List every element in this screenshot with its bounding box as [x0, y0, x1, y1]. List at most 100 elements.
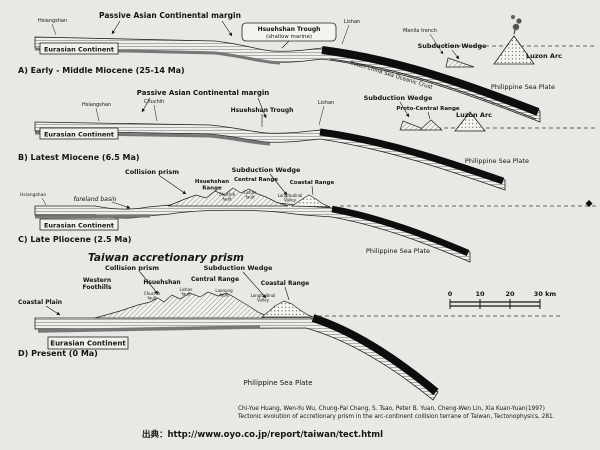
- label-subduction-wedge-a: Subduction Wedge: [418, 42, 487, 50]
- proto-central-range-shape: [419, 119, 443, 131]
- label-place-left-b: Hsiangshan: [82, 102, 111, 108]
- edge-diamond-marker: [585, 200, 593, 207]
- label-eurasian-d: Eurasian Continent: [50, 340, 126, 348]
- eurasian-box-d: [47, 336, 129, 350]
- leader-collision-prism-d: [139, 271, 159, 295]
- leader-passive-margin-a1: [111, 20, 121, 35]
- panel-b: Passive Asian Continental margin Hsiangs…: [18, 89, 596, 191]
- label-subduction-wedge-d: Subduction Wedge: [204, 264, 273, 272]
- scale-tick-20: 20: [505, 290, 515, 298]
- subducting-slab-b: [319, 128, 505, 185]
- leader-chuchih-b: [153, 104, 158, 122]
- leader-lishan-a: [341, 24, 350, 45]
- label-longitudinal-valley-c2: Valley: [284, 198, 297, 203]
- label-longitudinal-valley-d1: Longitudinal: [251, 293, 276, 298]
- label-foreland-basin-c: foreland basin: [74, 196, 117, 203]
- continental-basement-a: [34, 47, 281, 65]
- collision-prism-mountains-c: [167, 187, 289, 207]
- label-trough-b: Hsuehshan Trough: [231, 107, 294, 114]
- label-lishan-b: Lishan: [318, 100, 334, 106]
- label-philippine-b: Philippine Sea Plate: [465, 157, 529, 165]
- label-place-left-a: Hsiangshan: [38, 18, 67, 24]
- panel-a: Passive Asian Continental margin Hsiangs…: [18, 11, 596, 123]
- label-subduction-wedge-c: Subduction Wedge: [232, 166, 301, 174]
- label-place-left-c: Hsiangshan: [20, 192, 46, 198]
- subducting-slab-a: [321, 46, 540, 116]
- label-laonung-fault-d1: Laonung: [215, 288, 233, 293]
- subduction-wedge-shape-a: [445, 57, 475, 68]
- citation-line-1: Chi-Yue Huang, Wen-Yu Wu, Chung-Pai Chan…: [238, 406, 545, 412]
- leader-passive-margin-b1: [141, 97, 151, 113]
- subduction-wedge-shape-b: [399, 120, 427, 131]
- leader-lishan-b: [318, 105, 325, 126]
- label-western-foothills-d1: Western: [83, 277, 111, 284]
- eurasian-box-c: [39, 218, 119, 231]
- label-lishan-fault-c2: fault: [245, 195, 255, 200]
- label-longitudinal-valley-c1: Longitudinal: [278, 193, 303, 198]
- subducting-slab-d: [311, 314, 439, 396]
- label-longitudinal-valley-d2: Valley: [257, 298, 270, 303]
- label-luzon-arc-a: Luzon Arc: [526, 52, 562, 60]
- leader-proto-central-b: [427, 111, 431, 120]
- label-eurasian-a: Eurasian Continent: [44, 46, 114, 54]
- panel-c: Collision prism Subduction Wedge Hsuehsh…: [18, 166, 596, 263]
- eruption-plume-icon: [510, 14, 522, 35]
- scale-tick-30km: 30 km: [534, 290, 557, 298]
- label-subduction-wedge-b: Subduction Wedge: [364, 94, 433, 102]
- label-chuchih-fault-d1: Chuchih: [144, 291, 161, 296]
- label-coastal-range-d: Coastal Range: [261, 280, 310, 287]
- leader-coastal-range-d: [284, 286, 290, 301]
- label-chuchih-fault-c1: Chuchih: [219, 192, 236, 197]
- panel-d-caption: D) Present (0 Ma): [18, 349, 98, 358]
- label-proto-central-b: Proto-Central Range: [396, 106, 460, 112]
- subducting-slab-c: [331, 205, 470, 256]
- leader-subduction-wedge-a: [451, 49, 460, 60]
- panel-c-caption: C) Late Pliocene (2.5 Ma): [18, 235, 131, 244]
- label-philippine-d: Philippine Sea Plate: [243, 379, 312, 387]
- source-url-line: 出典：http://www.oyo.co.jp/report/taiwan/te…: [142, 429, 383, 440]
- scale-bar: 0 10 20 30 km: [448, 290, 557, 309]
- coastal-range-shape-d: [261, 300, 314, 318]
- label-eurasian-b: Eurasian Continent: [44, 131, 114, 139]
- leader-subduction-wedge-c: [269, 173, 288, 196]
- label-trough-a2: (shallow marine): [266, 34, 312, 40]
- oceanic-crust-base-a: [329, 58, 537, 120]
- label-hsuehshan-range-c2: Range: [202, 186, 222, 192]
- label-chuchih-b: Chuchih: [144, 99, 164, 105]
- label-lishan-a: Lishan: [344, 19, 360, 25]
- label-philippine-c: Philippine Sea Plate: [366, 247, 430, 255]
- label-central-range-c: Central Range: [234, 177, 278, 183]
- label-luzon-arc-b: Luzon Arc: [456, 111, 492, 119]
- panel-a-caption: A) Early - Middle Miocene (25-14 Ma): [18, 66, 185, 75]
- label-chuchih-fault-d2: fault: [147, 296, 157, 301]
- leader-place-b: [95, 107, 100, 122]
- panel-b-caption: B) Latest Miocene (6.5 Ma): [18, 153, 140, 162]
- continental-basement-c: [34, 214, 151, 219]
- figure-title: Taiwan accretionary prism: [88, 252, 244, 264]
- leader-passive-margin-a2: [221, 20, 233, 37]
- coastal-range-shape-c: [290, 194, 331, 208]
- leader-manila-trench: [429, 33, 444, 55]
- label-central-range-d: Central Range: [191, 276, 239, 283]
- scale-tick-0: 0: [448, 290, 453, 298]
- label-lishan-fault-d1: Lishan: [180, 287, 193, 292]
- collision-prism-mountains-d: [94, 291, 265, 319]
- label-lishan-fault-c1: Lishan: [244, 190, 257, 195]
- citation-line-2: Tectonic evolution of accretionary prism…: [237, 414, 555, 420]
- panel-d: Collision prism Subduction Wedge Western…: [18, 264, 560, 401]
- leader-collision-prism-c: [159, 175, 187, 195]
- label-passive-margin-a: Passive Asian Continental margin: [99, 11, 241, 20]
- label-western-foothills-d2: Foothills: [83, 284, 112, 291]
- leader-foreland-basin-c: [111, 201, 131, 209]
- leader-place-c: [41, 197, 47, 206]
- continental-basement-d: [37, 325, 261, 333]
- leader-trough-a: [281, 40, 290, 49]
- label-manila-trench-a: Manila trench: [403, 28, 437, 34]
- label-coastal-plain-d: Coastal Plain: [18, 299, 62, 306]
- label-passive-margin-b: Passive Asian Continental margin: [137, 89, 269, 97]
- label-hsuehshan-range-c1: Hsuehshan: [195, 179, 229, 185]
- label-chuchih-fault-c2: fault: [222, 197, 232, 202]
- label-laonung-fault-d2: fault: [219, 293, 229, 298]
